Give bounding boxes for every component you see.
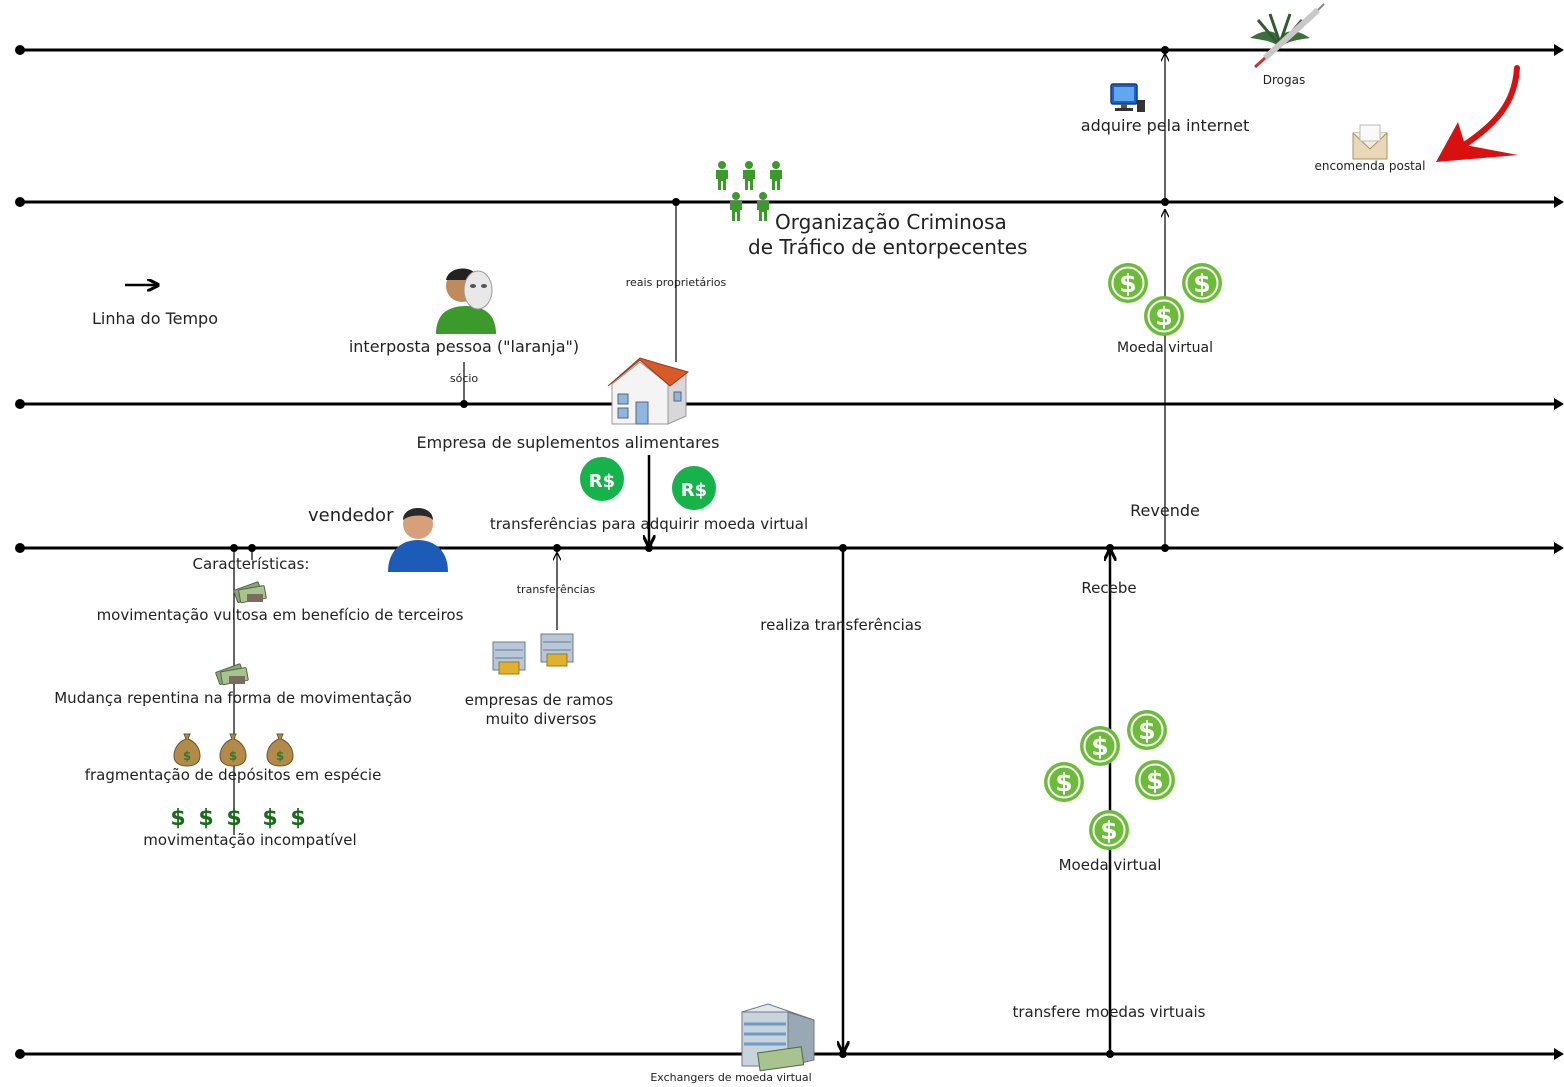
incompatible-movement-label: movimentação incompatível [143, 831, 357, 849]
computer-icon [1110, 83, 1145, 112]
drugs-label: Drogas [1262, 73, 1306, 87]
postal-order-label: encomenda postal [1314, 159, 1426, 173]
buy-online-label: adquire pela internet [1080, 116, 1250, 135]
criminal-org-label-line2: de Tráfico de entorpecentes [748, 235, 1028, 259]
company-label: Empresa de suplementos alimentares [416, 433, 720, 452]
fragmentation-label: fragmentação de depósitos em espécie [84, 766, 382, 784]
large-movement-label: movimentação vultosa em benefício de ter… [96, 606, 464, 624]
timeline-legend-label: Linha do Tempo [92, 309, 218, 328]
sudden-change-label: Mudança repentina na forma de movimentaç… [54, 689, 412, 707]
money-bag-icon [173, 733, 294, 767]
seller-label: vendedor [308, 505, 394, 526]
makes-transfers-label: realiza transferências [760, 616, 922, 634]
diverse-companies-label-line1: empresas de ramos [464, 691, 614, 709]
bank-building-icon [741, 1003, 815, 1072]
junction-dots [230, 46, 1169, 1058]
envelope-icon [1352, 124, 1388, 160]
virtual-currency-top-label: Moeda virtual [1117, 340, 1213, 356]
people-group-icon [716, 161, 782, 221]
real-coin-icon: R$ R$ [580, 457, 716, 510]
exchangers-label: Exchangers de moeda virtual [650, 1071, 812, 1084]
resells-label: Revende [1130, 501, 1200, 520]
real-owners-label: reais proprietários [625, 276, 727, 289]
money-bills-icon [215, 581, 267, 686]
house-icon [607, 357, 690, 425]
diverse-companies-label-line2: muito diversos [485, 710, 597, 728]
transfers-buy-currency-label: transferências para adquirir moeda virtu… [489, 515, 809, 533]
virtual-currency-bottom-label: Moeda virtual [1058, 856, 1162, 874]
masked-person-icon [436, 268, 496, 334]
transfers-virtual-coins-label: transfere moedas virtuais [1012, 1003, 1206, 1021]
person-icon [388, 508, 448, 572]
drugs-syringe-icon [1250, 3, 1325, 69]
timeline-lines [15, 44, 1564, 1060]
red-arrow-icon [1436, 65, 1520, 162]
straw-man-label: interposta pessoa ("laranja") [348, 337, 580, 356]
transfers-label: transferências [516, 583, 596, 596]
svg-text:R$: R$ [681, 480, 707, 501]
connectors [125, 54, 1165, 1054]
criminal-org-label-line1: Organização Criminosa [775, 210, 1007, 234]
receives-label: Recebe [1081, 579, 1137, 597]
buildings-icon [492, 633, 574, 675]
dollar-sign-icon [170, 806, 306, 831]
partner-label: sócio [449, 372, 479, 385]
characteristics-label: Características: [192, 555, 310, 573]
svg-text:R$: R$ [589, 471, 615, 492]
